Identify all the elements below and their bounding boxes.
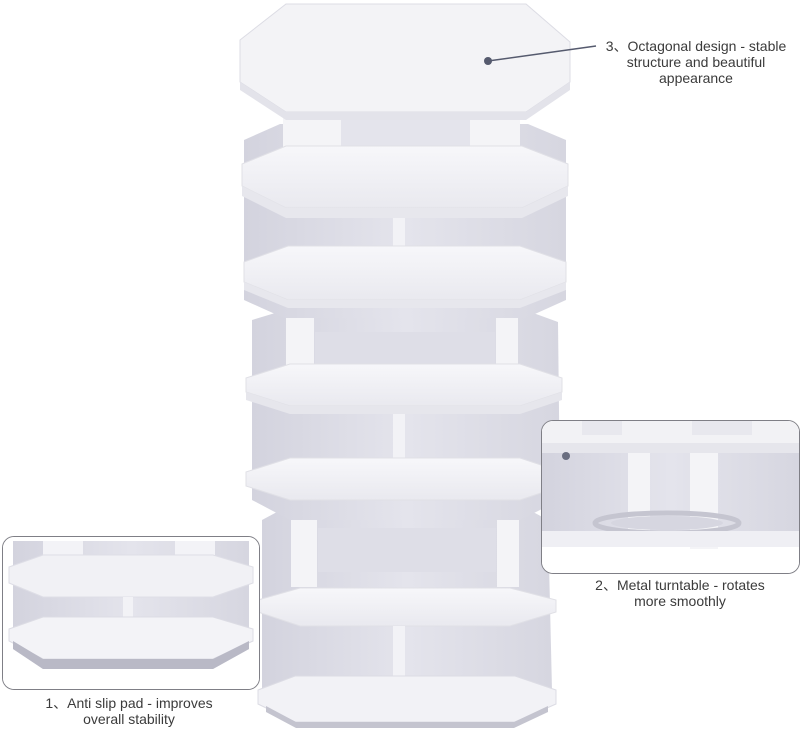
caption-1-line-1: 1、Anti slip pad - improves (45, 695, 213, 711)
anti-slip-pad-detail-inset (2, 536, 260, 690)
octagonal-top-panel (239, 3, 571, 120)
caption-2-line-2: more smoothly (634, 593, 726, 609)
caption-3-line-1: 3、Octagonal design - stable (605, 38, 787, 54)
metal-turntable-caption: 2、Metal turntable - rotates more smoothl… (578, 577, 782, 609)
metal-turntable-closeup (542, 421, 799, 573)
caption-3-line-2: structure and beautiful (626, 54, 766, 70)
caption-2-line-1: 2、Metal turntable - rotates (595, 577, 765, 593)
rack-tier-middle (245, 310, 563, 520)
caption-1-line-2: overall stability (83, 711, 175, 727)
anti-slip-pad-closeup (3, 537, 259, 689)
octagonal-design-caption: 3、Octagonal design - stable structure an… (594, 38, 798, 86)
rack-tier-upper (241, 104, 569, 318)
rack-tier-bottom (257, 505, 557, 728)
metal-turntable-detail-inset (541, 420, 800, 574)
caption-3-leader-line (487, 45, 597, 62)
caption-3-marker (484, 57, 492, 65)
anti-slip-pad-caption: 1、Anti slip pad - improves overall stabi… (26, 695, 232, 727)
caption-3-line-3: appearance (659, 70, 733, 86)
